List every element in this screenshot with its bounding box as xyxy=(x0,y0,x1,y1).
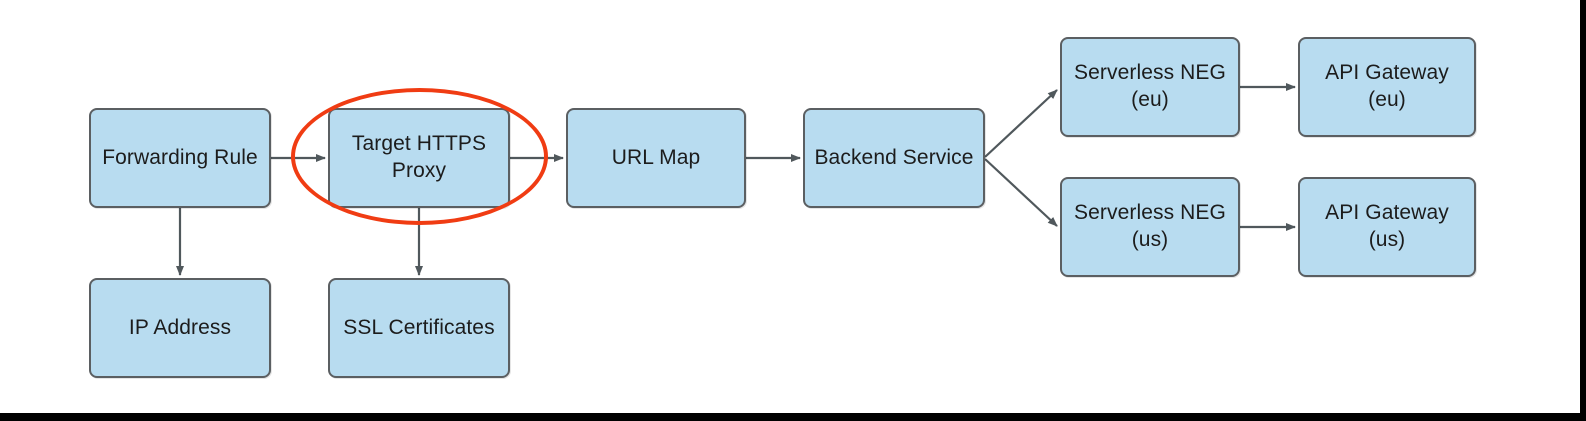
node-ip-address-label: IP Address xyxy=(128,315,232,339)
node-api-gateway-us[interactable]: API Gateway (us) xyxy=(1298,177,1476,277)
node-target-https-proxy-label: Target HTTPS Proxy xyxy=(351,132,487,182)
node-api-gateway-eu[interactable]: API Gateway (eu) xyxy=(1298,37,1476,137)
canvas-bottom-border xyxy=(0,413,1586,421)
node-api-gateway-eu-label: API Gateway (eu) xyxy=(1325,61,1449,111)
node-serverless-neg-eu[interactable]: Serverless NEG (eu) xyxy=(1060,37,1240,137)
node-serverless-neg-us-label: Serverless NEG (us) xyxy=(1074,201,1226,251)
node-ip-address[interactable]: IP Address xyxy=(89,278,271,378)
node-ssl-certificates-label: SSL Certificates xyxy=(343,315,495,339)
node-backend-service-label: Backend Service xyxy=(814,145,974,169)
edge-backend-service-to-serverless-neg-eu xyxy=(984,89,1058,158)
node-url-map-label: URL Map xyxy=(611,145,701,169)
node-forwarding-rule[interactable]: Forwarding Rule xyxy=(89,108,271,208)
node-forwarding-rule-label: Forwarding Rule xyxy=(102,145,258,169)
node-serverless-neg-us[interactable]: Serverless NEG (us) xyxy=(1060,177,1240,277)
node-backend-service[interactable]: Backend Service xyxy=(803,108,985,208)
node-target-https-proxy[interactable]: Target HTTPS Proxy xyxy=(328,108,510,208)
node-url-map[interactable]: URL Map xyxy=(566,108,746,208)
canvas-right-border xyxy=(1580,0,1586,421)
node-serverless-neg-eu-label: Serverless NEG (eu) xyxy=(1074,61,1226,111)
node-api-gateway-us-label: API Gateway (us) xyxy=(1325,201,1449,251)
node-ssl-certificates[interactable]: SSL Certificates xyxy=(328,278,510,378)
edge-backend-service-to-serverless-neg-us xyxy=(984,158,1058,227)
